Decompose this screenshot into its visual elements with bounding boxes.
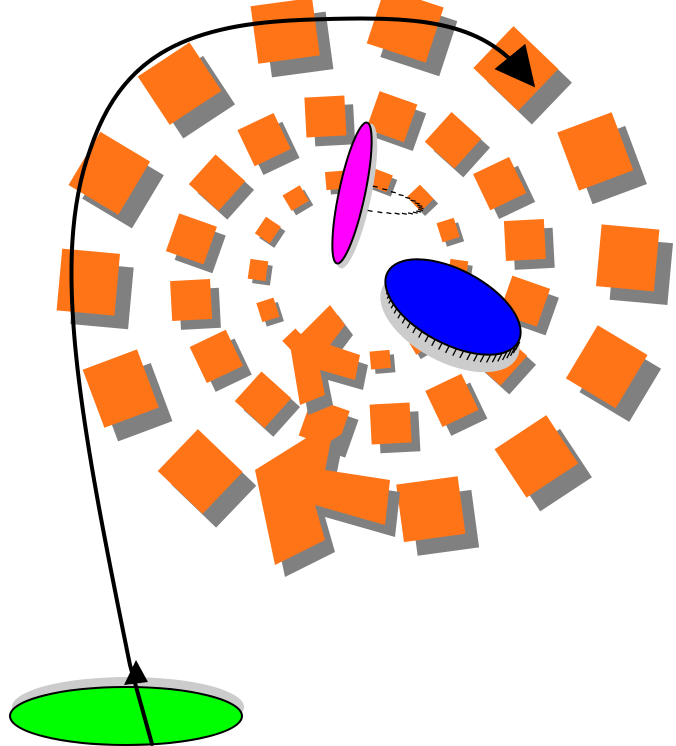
ring-tile — [596, 224, 659, 291]
ring-tile — [57, 249, 120, 316]
tile-rings — [57, 0, 673, 556]
rim-tick — [368, 210, 373, 211]
green-disc[interactable] — [10, 677, 244, 745]
ring-tile — [248, 259, 269, 281]
ring-tile — [504, 219, 546, 261]
rim-tick — [377, 212, 382, 213]
ring-tile — [304, 95, 346, 137]
ring-tile — [251, 0, 320, 64]
start-arrow-icon — [124, 660, 148, 685]
rim-tick — [402, 213, 407, 214]
ring-tile — [370, 402, 412, 444]
ring-tile — [170, 279, 212, 321]
ring-tile — [396, 476, 465, 542]
rim-tick — [395, 213, 400, 214]
rim-tick — [399, 195, 404, 196]
rim-tick — [408, 213, 413, 214]
ring-tile — [370, 350, 391, 370]
rim-tick — [386, 213, 391, 214]
rim-tick — [413, 212, 418, 213]
